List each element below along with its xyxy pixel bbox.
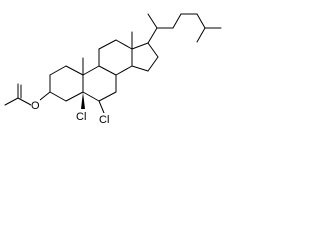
bond-c10-c9 bbox=[82, 65, 100, 76]
chloro-6-label: Cl bbox=[99, 114, 109, 126]
bond-carbonyl-ester-o bbox=[17, 97, 32, 106]
bond-c17-c20 bbox=[147, 27, 158, 44]
bond-c12-c13 bbox=[115, 39, 133, 50]
bond-c14-c8 bbox=[115, 65, 133, 76]
bond-c7-c6 bbox=[98, 91, 117, 102]
chloro-5-label: Cl bbox=[76, 111, 86, 123]
acetyl-group bbox=[4, 83, 51, 106]
bond-c20-c21 bbox=[147, 13, 158, 29]
bond-c17-c16 bbox=[147, 42, 159, 58]
bond-c16-c15 bbox=[147, 56, 159, 72]
wedge-bond-c5-cl bbox=[81, 92, 85, 109]
ring-a bbox=[49, 65, 84, 102]
bond-c2-c1 bbox=[49, 65, 67, 76]
angular-methyls bbox=[82, 31, 133, 76]
ring-d bbox=[131, 42, 159, 72]
bond-c9-c8 bbox=[98, 65, 117, 76]
bond-c22-c23 bbox=[172, 13, 182, 29]
ring-c bbox=[98, 39, 133, 76]
structure-drawing: O Cl Cl bbox=[4, 13, 222, 126]
bond-c24-c25 bbox=[196, 13, 206, 29]
side-chain bbox=[147, 13, 222, 44]
bond-ester-o-c3 bbox=[39, 91, 51, 101]
bond-c1-c10 bbox=[65, 65, 84, 76]
ester-oxygen-label: O bbox=[31, 100, 40, 112]
chloro-substituents bbox=[81, 92, 105, 114]
bond-methyl-carbonyl bbox=[4, 97, 19, 106]
ring-b bbox=[82, 65, 117, 102]
bond-c25-c27 bbox=[196, 27, 206, 43]
bond-c4-c3 bbox=[49, 91, 67, 102]
molecule-diagram: O Cl Cl bbox=[0, 0, 224, 127]
bond-c11-c12 bbox=[98, 39, 117, 50]
bond-c6-cl bbox=[98, 100, 105, 114]
bond-c5-c4 bbox=[65, 91, 84, 102]
bond-c15-c14 bbox=[131, 65, 149, 72]
bond-c6-c5 bbox=[82, 91, 100, 102]
bond-c13-c17 bbox=[131, 42, 149, 50]
